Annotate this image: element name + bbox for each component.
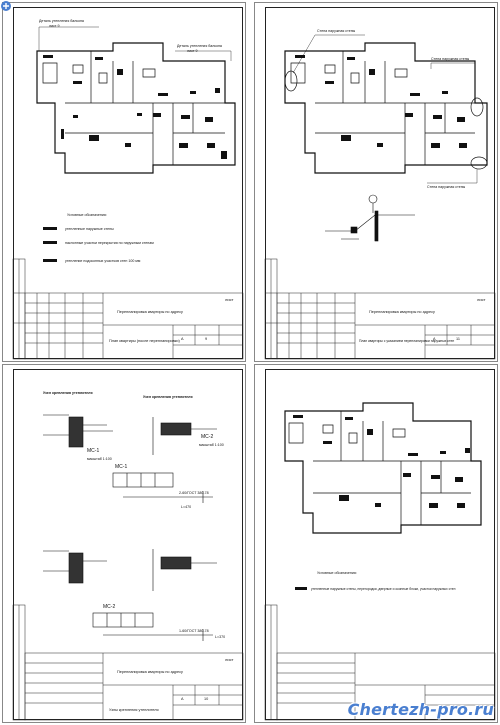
- floor-plan-drawing: [12, 26, 244, 360]
- callout-label: Деталь утепления балкона: [177, 44, 222, 48]
- node-mark: МС-2: [103, 604, 116, 610]
- node-mark: МС-1: [87, 448, 100, 454]
- legend-title: Условные обозначения:: [67, 213, 107, 217]
- legend-item: утепленные наружные стены: [65, 227, 114, 231]
- watermark-logo-icon: [1, 1, 11, 11]
- title-block-sheet-no: 11: [456, 337, 460, 341]
- drawing-sheet-1: Деталь утепления балкона лист 9 Деталь у…: [2, 2, 246, 362]
- title-block-sub: План квартиры (после перепланировки): [109, 339, 180, 343]
- detail-drawings: [12, 414, 244, 721]
- steel-spec: 1-60/ГОСТ 380-78: [179, 629, 209, 633]
- legend-item: наклонные участки перекрытия по наружным…: [65, 241, 154, 245]
- scale-label: масштаб 1:100: [87, 457, 112, 461]
- corner-mark: лист: [225, 297, 234, 302]
- sheet-frame: [265, 369, 495, 720]
- steel-spec: 2-60/ГОСТ 380-78: [179, 491, 209, 495]
- node-mark: МС-1: [115, 464, 128, 470]
- title-block-main: Перепланировка квартиры по адресу: [117, 310, 183, 314]
- watermark-link[interactable]: Chertezh-pro.ru: [347, 700, 494, 719]
- title-block-sub: План квартиры с указанием перепланировки…: [359, 339, 455, 343]
- title-block-sub: Узлы крепления утеплителя: [109, 708, 159, 712]
- corner-mark: лист: [477, 297, 486, 302]
- length-label: L=470: [181, 505, 192, 509]
- drawing-sheet-4: Условные обозначения: утепленные наружны…: [254, 364, 498, 723]
- callout-label: лист 9: [49, 24, 60, 28]
- title-block-main: Перепланировка квартиры по адресу: [117, 670, 183, 674]
- legend-item: утепление подоконных участков стен 100 м…: [65, 259, 141, 263]
- title-block-stage: А: [181, 697, 184, 701]
- legend-item: утепленные наружные стены, перегородки, …: [311, 587, 456, 591]
- callout-label: Стена наружная стены: [431, 57, 470, 61]
- callout-label: Стена наружная стены: [317, 29, 356, 33]
- callout-label: Стена наружная стены: [427, 185, 466, 189]
- callout-label: Деталь утепления балкона: [39, 19, 84, 23]
- node-title: Узел крепления утеплителя: [43, 391, 93, 395]
- title-block-main: Перепланировка квартиры по адресу: [369, 310, 435, 314]
- sheet-frame: [13, 7, 243, 359]
- corner-mark: лист: [225, 657, 234, 662]
- sheet-frame: [265, 7, 495, 359]
- sheet-frame: [13, 369, 243, 720]
- title-block-sheet-no: 10: [204, 697, 209, 701]
- drawing-sheet-2: Стена наружная стены Стена наружная стен…: [254, 2, 498, 362]
- callout-label: лист 9: [187, 49, 198, 53]
- node-title: Узел крепления утеплителя: [143, 395, 193, 399]
- length-label: L=370: [215, 635, 226, 639]
- scale-label: масштаб 1:100: [199, 443, 224, 447]
- drawing-sheet-3: Узел крепления утеплителя Узел крепления…: [2, 364, 246, 723]
- title-block-stage: А: [181, 337, 184, 341]
- legend-title: Условные обозначения:: [317, 571, 357, 575]
- floor-plan-drawing: [264, 402, 496, 721]
- floor-plan-drawing: [264, 34, 496, 360]
- node-mark: МС-2: [201, 434, 214, 440]
- title-block-stage: А: [433, 337, 436, 341]
- title-block-sheet-no: 9: [205, 337, 208, 341]
